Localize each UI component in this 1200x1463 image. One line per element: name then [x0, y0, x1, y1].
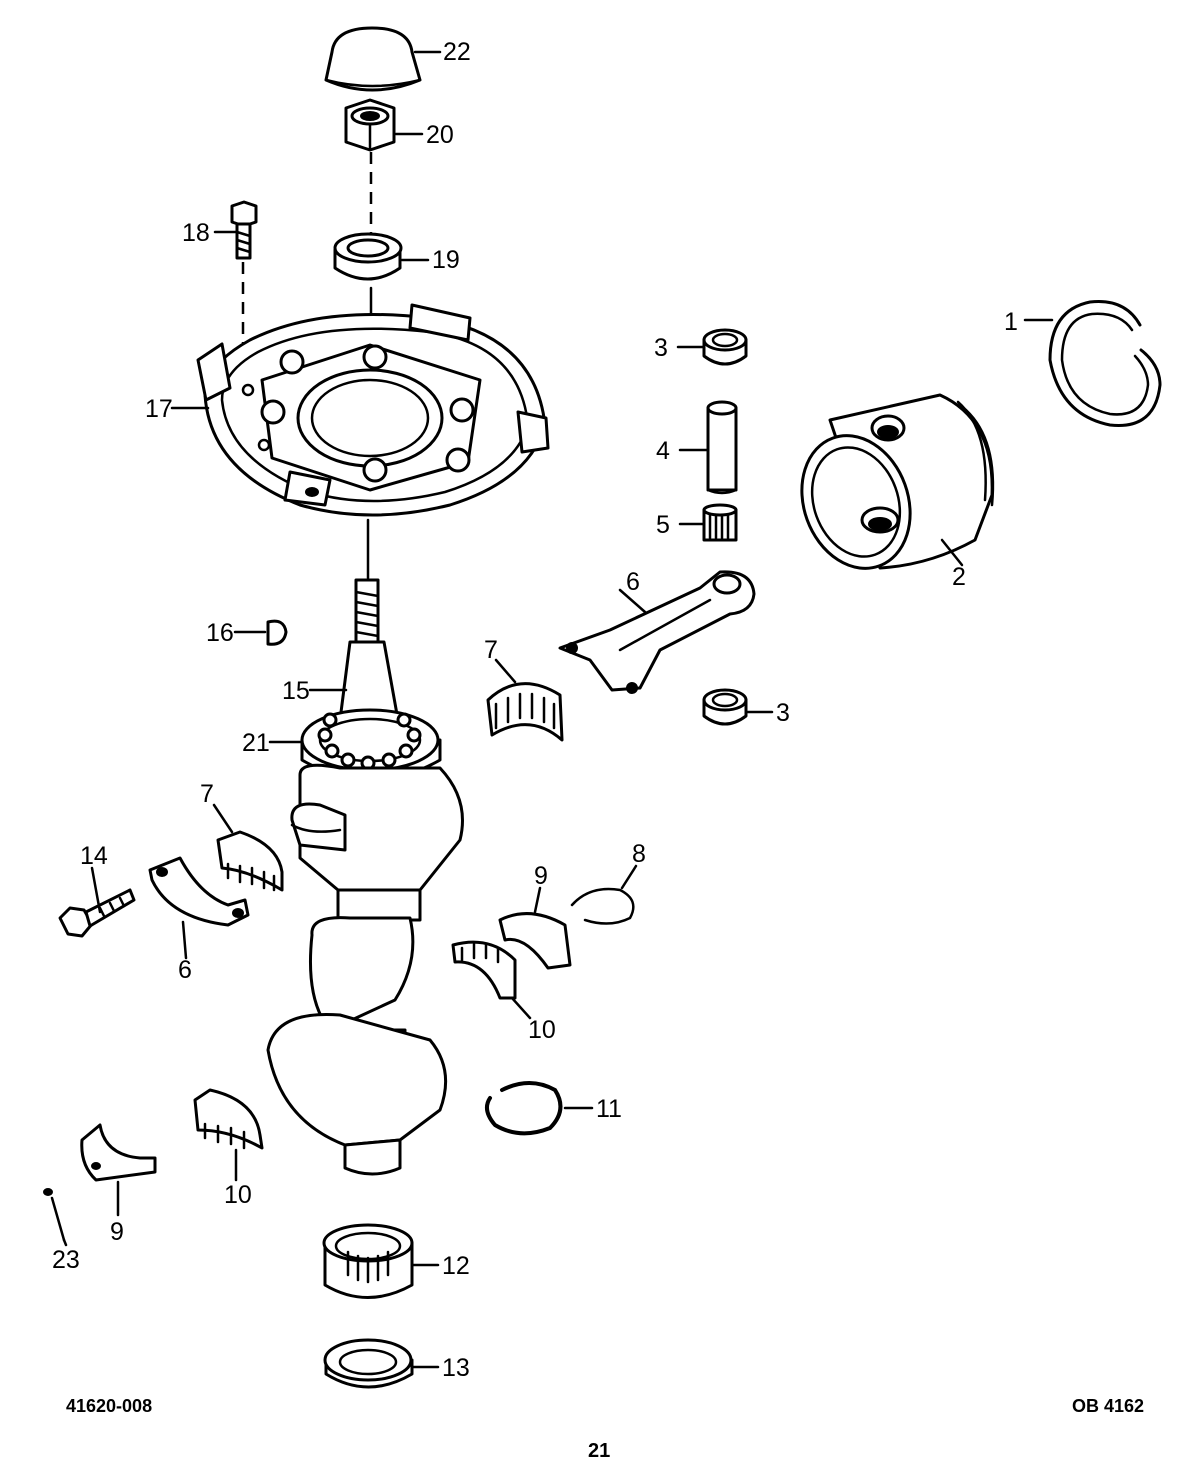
part-8-retaining-ring [570, 887, 635, 925]
callout-5: 5 [656, 511, 670, 539]
callout-8: 8 [632, 840, 646, 868]
callout-2: 2 [952, 563, 966, 591]
callout-22: 22 [443, 38, 471, 66]
part-10-needle-cage-lower [193, 1088, 264, 1150]
part-9-race-half-upper [498, 912, 572, 970]
callout-1: 1 [1004, 308, 1018, 336]
part-6-rod-cap [148, 856, 250, 927]
callout-9-upper: 9 [534, 862, 548, 890]
part-7-needle-cage-upper [486, 682, 564, 742]
callout-7-upper: 7 [484, 636, 498, 664]
callout-4: 4 [656, 437, 670, 465]
part-3-bushing-upper [702, 328, 748, 366]
part-23-pin [43, 1188, 66, 1242]
callout-12: 12 [442, 1252, 470, 1280]
part-19-seal-ring [333, 232, 403, 281]
callout-16: 16 [206, 619, 234, 647]
part-15-crankshaft [266, 578, 464, 1176]
part-20-hex-nut [344, 98, 396, 152]
callout-11: 11 [596, 1095, 622, 1123]
part-17-armature-plate [196, 303, 550, 517]
callout-13: 13 [442, 1354, 470, 1382]
part-6-connecting-rod [558, 570, 756, 694]
callout-14: 14 [80, 842, 108, 870]
part-18-bolt [230, 200, 258, 260]
callout-7-lower: 7 [200, 780, 214, 808]
part-1-piston-ring [1048, 299, 1162, 427]
callout-21: 21 [242, 729, 270, 757]
callout-23: 23 [52, 1246, 80, 1274]
part-10-needle-cage-upper [451, 940, 517, 1000]
callout-3-lower: 3 [776, 699, 790, 727]
callout-20: 20 [426, 121, 454, 149]
part-22-cap [324, 26, 422, 92]
part-3-bushing-lower [702, 688, 748, 726]
part-4-piston-pin [706, 400, 738, 495]
callout-6-rod: 6 [626, 568, 640, 596]
part-14-rod-bolt [58, 888, 136, 938]
callout-9-lower: 9 [110, 1218, 124, 1246]
callout-15: 15 [282, 677, 310, 705]
callout-10-lower: 10 [224, 1181, 252, 1209]
part-2-piston [800, 393, 995, 570]
figure-code-right: OB 4162 [1072, 1396, 1145, 1416]
callout-19: 19 [432, 246, 460, 274]
part-9-race-half-lower [80, 1123, 157, 1182]
page-number: 21 [588, 1440, 611, 1462]
callout-3-upper: 3 [654, 334, 668, 362]
callout-10-upper: 10 [528, 1016, 556, 1044]
callout-17: 17 [145, 395, 173, 423]
part-11-snap-ring [484, 1081, 563, 1136]
callout-6-cap: 6 [178, 956, 192, 984]
part-7-needle-cage-lower [216, 830, 284, 892]
callout-18: 18 [182, 219, 210, 247]
figure-code-left: 41620-008 [66, 1396, 153, 1416]
part-16-woodruff-key [266, 619, 288, 646]
leader-lines [62, 50, 1054, 1369]
part-13-seal [323, 1338, 414, 1389]
part-12-roller-bearing [322, 1223, 414, 1299]
part-5-needle-bearing [702, 503, 738, 542]
